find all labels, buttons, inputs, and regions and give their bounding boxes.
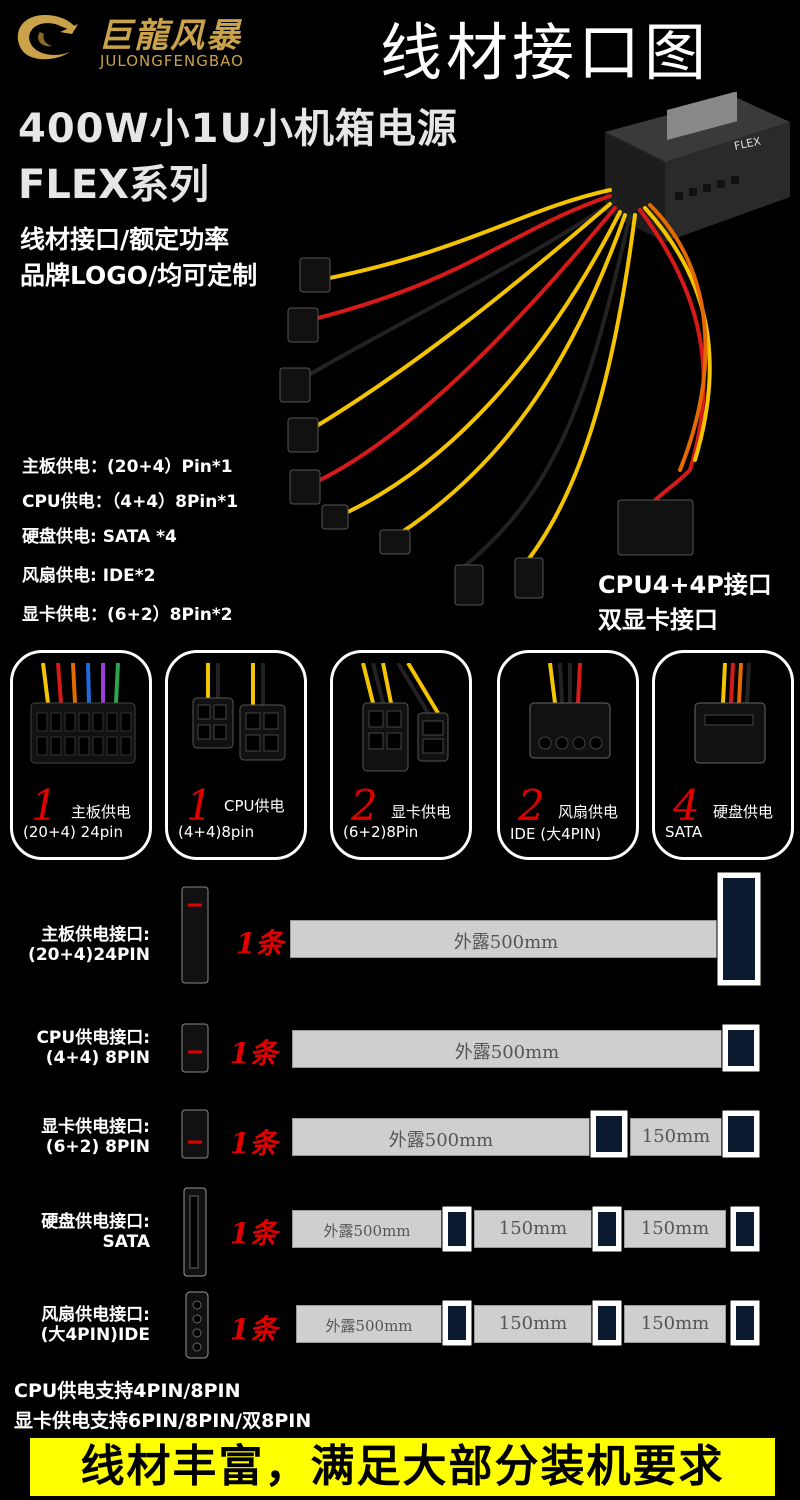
row-label-cpu: CPU供电接口:(4+4) 8PIN	[36, 1028, 150, 1068]
sata-connector-icon	[183, 1187, 207, 1277]
cable-segment	[296, 1305, 442, 1343]
cable-length: 外露500mm	[454, 1042, 560, 1063]
cpu-connector-icon	[181, 1023, 209, 1073]
spec-gpu: 显卡供电：(6+2）8Pin*2	[22, 605, 233, 625]
cable-length: 150mm	[641, 1126, 711, 1147]
card-count: 2	[518, 781, 545, 830]
card-pin: (20+4) 24pin	[23, 823, 123, 841]
card-pin: IDE (大4PIN)	[510, 825, 602, 843]
card-label: 风扇供电	[558, 803, 619, 821]
brand-name-en: JULONGFENGBAO	[100, 52, 244, 70]
cable-length: 150mm	[640, 1313, 710, 1334]
cable-segment	[624, 1210, 726, 1248]
atx-24pin-connector-icon	[30, 663, 136, 764]
bottom-banner	[30, 1438, 775, 1496]
footer-note-gpu: 显卡供电支持6PIN/8PIN/双8PIN	[14, 1410, 312, 1432]
card-pin: (4+4)8pin	[178, 823, 255, 841]
card-count: 4	[673, 781, 700, 830]
cable-segment	[292, 1118, 590, 1156]
customization-note: 品牌LOGO/均可定制	[20, 261, 258, 290]
connector-end-icon	[716, 871, 762, 987]
connector-mid-icon	[589, 1109, 629, 1159]
sata-connector-icon	[694, 663, 766, 764]
connector-mid-icon	[441, 1205, 473, 1253]
product-series: FLEX系列	[18, 162, 209, 208]
connector-mid-icon	[591, 1205, 623, 1253]
cable-segment	[474, 1210, 592, 1248]
card-label: CPU供电	[224, 797, 285, 815]
card-count: 2	[351, 781, 378, 830]
banner-text: 线材丰富，满足大部分装机要求	[80, 1441, 725, 1492]
card-label: 显卡供电	[391, 803, 452, 821]
cpu-connector-note: CPU4+4P接口	[598, 571, 772, 599]
cable-bundle-image	[279, 188, 712, 606]
connector-card-motherboard: 1 主板供电 (20+4) 24pin	[10, 650, 152, 860]
cable-length: 外露500mm	[323, 1222, 411, 1240]
customization-note: 线材接口/额定功率	[20, 225, 230, 254]
row-label-gpu: 显卡供电接口:(6+2) 8PIN	[41, 1117, 150, 1157]
spec-motherboard: 主板供电：(20+4）Pin*1	[22, 457, 233, 477]
card-pin: (6+2)8Pin	[343, 823, 419, 841]
card-count: 1	[186, 781, 213, 830]
row-count: 1条	[230, 1127, 278, 1160]
cable-length: 150mm	[498, 1313, 568, 1334]
connector-card-fan: 2 风扇供电 IDE (大4PIN)	[497, 650, 639, 860]
connector-mid-icon	[591, 1299, 623, 1347]
connector-mid-icon	[441, 1299, 473, 1347]
dragon-logo-icon	[17, 15, 78, 60]
cable-segment	[474, 1305, 592, 1343]
connector-end-icon	[729, 1299, 761, 1347]
psu-label: FLEX	[733, 135, 763, 153]
row-label-fan: 风扇供电接口:(大4PIN)IDE	[40, 1305, 150, 1345]
connector-end-icon	[721, 1023, 761, 1073]
molex-connector-icon	[185, 1291, 209, 1359]
cable-segment	[292, 1030, 722, 1068]
cable-length: 外露500mm	[388, 1130, 494, 1151]
connector-card-cpu: 1 CPU供电 (4+4)8pin	[165, 650, 307, 860]
row-count: 1条	[230, 1217, 278, 1250]
gpu-8pin-connector-icon	[361, 663, 449, 772]
spec-cpu: CPU供电：（4+4）8Pin*1	[22, 492, 239, 512]
row-count: 1条	[230, 1313, 278, 1346]
spec-hdd: 硬盘供电: SATA *4	[22, 527, 177, 547]
cable-length: 外露500mm	[325, 1317, 413, 1335]
cable-length: 150mm	[640, 1218, 710, 1239]
card-label: 硬盘供电	[713, 803, 774, 821]
cable-length: 外露500mm	[453, 932, 559, 953]
gpu-connector-note: 双显卡接口	[598, 606, 718, 634]
page-title: 线材接口图	[380, 16, 711, 89]
connector-end-icon	[721, 1109, 761, 1159]
card-pin: SATA	[665, 823, 703, 841]
row-count: 1条	[230, 1037, 278, 1070]
cable-segment	[292, 1210, 442, 1248]
footer-note-cpu: CPU供电支持4PIN/8PIN	[14, 1380, 241, 1402]
gpu-connector-icon	[181, 1109, 209, 1159]
cable-segment	[624, 1305, 726, 1343]
cpu-8pin-connector-icon	[192, 663, 286, 761]
cable-segment	[290, 920, 722, 958]
row-label-motherboard: 主板供电接口:(20+4)24PIN	[28, 925, 150, 965]
connector-end-icon	[729, 1205, 761, 1253]
product-title: 400W小1U小机箱电源	[18, 106, 458, 152]
spec-fan: 风扇供电: IDE*2	[22, 566, 156, 586]
motherboard-connector-icon	[181, 886, 209, 984]
row-label-hdd: 硬盘供电接口:SATA	[41, 1212, 150, 1252]
cable-segment	[630, 1118, 722, 1156]
card-count: 1	[31, 781, 58, 830]
connector-card-gpu: 2 显卡供电 (6+2)8Pin	[330, 650, 472, 860]
cable-length: 150mm	[498, 1218, 568, 1239]
connector-card-hdd: 4 硬盘供电 SATA	[652, 650, 794, 860]
card-label: 主板供电	[71, 803, 132, 821]
molex-4pin-connector-icon	[529, 663, 611, 759]
brand-name-cn: 巨龍风暴	[98, 16, 242, 56]
row-count: 1条	[236, 927, 284, 960]
